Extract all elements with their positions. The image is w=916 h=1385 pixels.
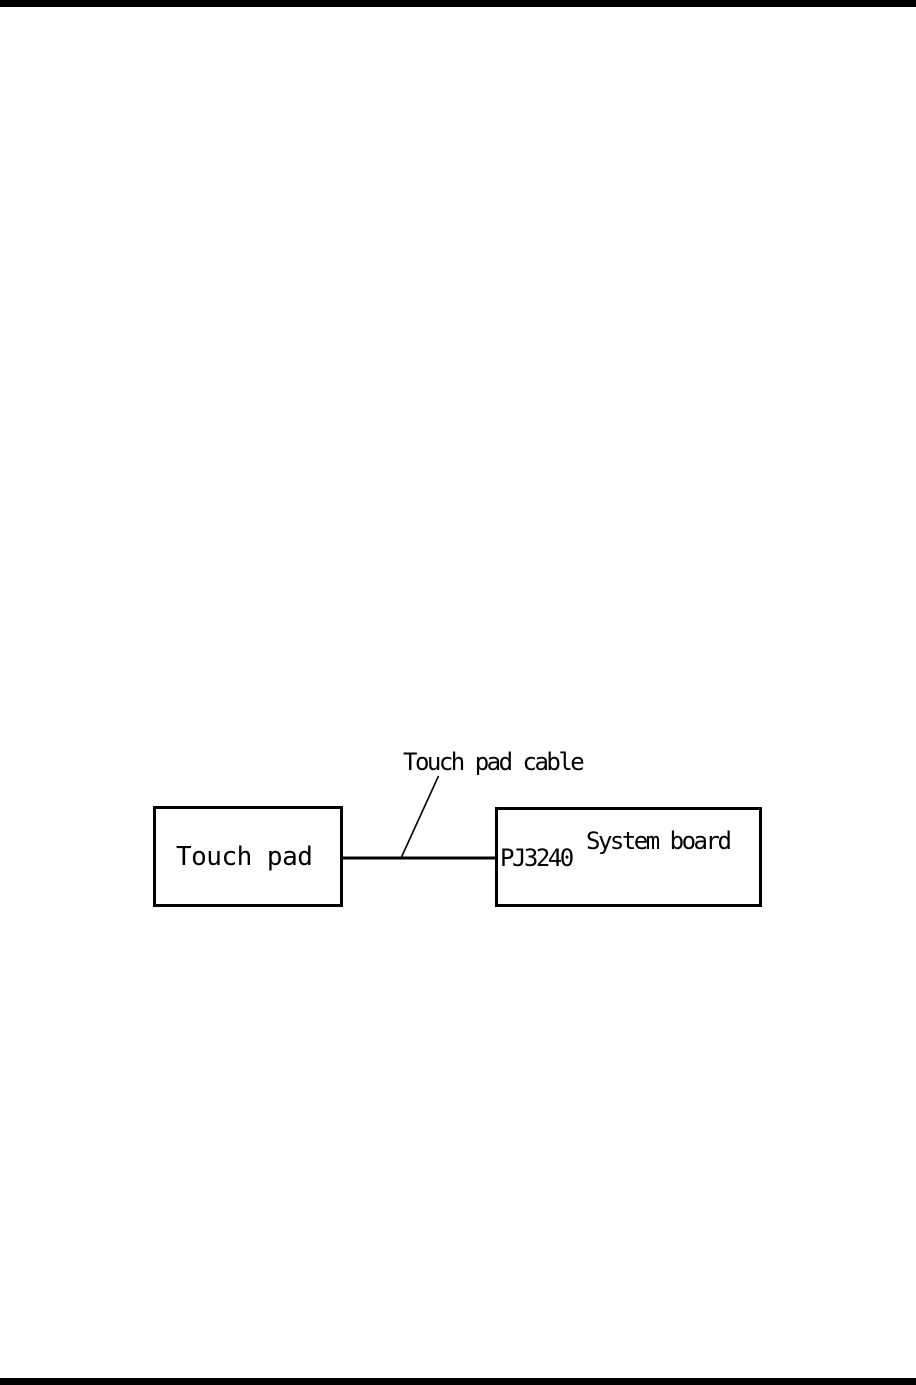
page-top-rule — [0, 0, 916, 7]
cable-label-leader-line — [400, 775, 440, 858]
cable-label: Touch pad cable — [403, 748, 585, 776]
pj3240-connector-label: PJ3240 — [500, 844, 574, 872]
touch-pad-box-label: Touch pad — [176, 841, 313, 872]
system-board-box-label: System board — [586, 827, 732, 855]
page-bottom-rule — [0, 1378, 916, 1385]
system-board-box: PJ3240 System board — [495, 807, 762, 907]
touch-pad-box: Touch pad — [153, 806, 343, 907]
